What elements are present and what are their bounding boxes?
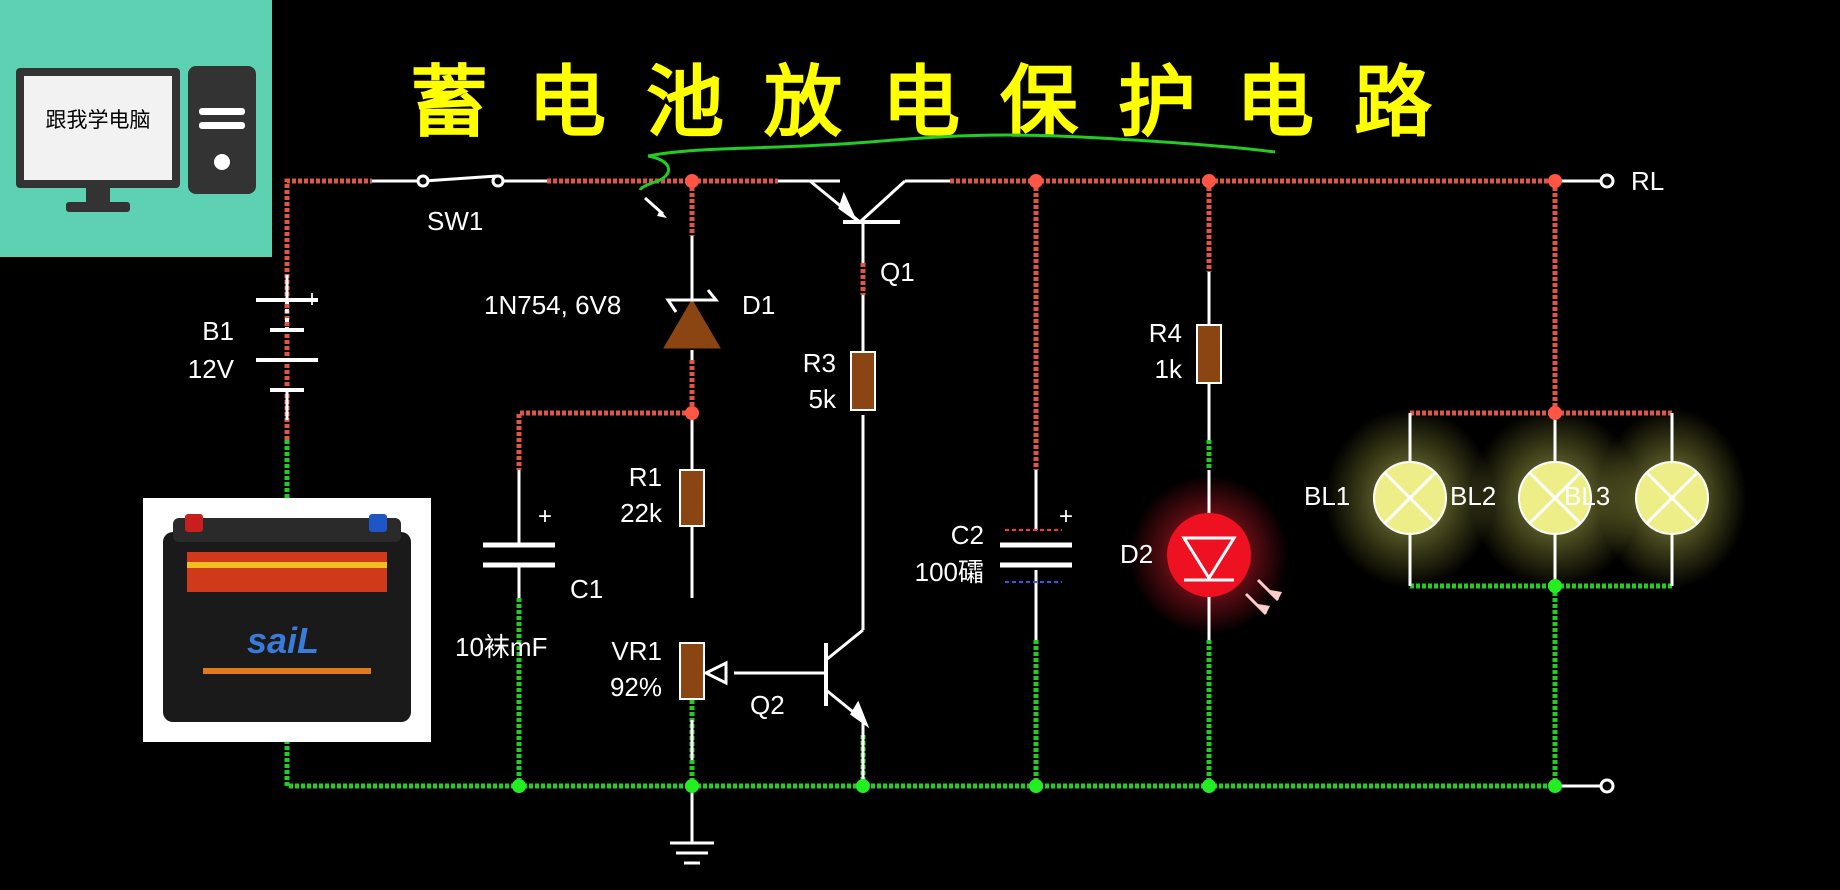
zener-diode-d1: [663, 289, 721, 349]
vr1-label: VR1: [611, 636, 662, 666]
transistor-q2: [734, 628, 870, 786]
positive-wires: [284, 178, 1672, 470]
terminal-rl-bottom: [1599, 778, 1615, 794]
q2-label: Q2: [750, 690, 785, 720]
c2-label: C2: [950, 520, 984, 550]
switch-sw1[interactable]: [416, 174, 505, 188]
vr1-value: 92%: [609, 672, 662, 702]
lamp-bl2: [1518, 461, 1592, 535]
lamp-bl1: [1373, 461, 1447, 535]
resistor-r4: [1196, 324, 1222, 384]
annotation-hook: [638, 154, 671, 191]
led-d2: [1167, 513, 1282, 616]
r3-value: 5k: [808, 384, 836, 414]
d1-value: 1N754, 6V8: [484, 290, 622, 320]
r1-label: R1: [628, 462, 662, 492]
battery-b1: [256, 298, 318, 392]
c2-plus: +: [1059, 503, 1074, 530]
logo-panel: 跟我学电脑: [0, 0, 272, 257]
pen-cursor-icon: [644, 196, 667, 218]
c1-label: C1: [570, 574, 604, 604]
b1-label: B1: [202, 316, 234, 346]
ground-junctions: [512, 579, 1562, 793]
sw1-label: SW1: [427, 206, 484, 236]
positive-junctions: [685, 174, 1562, 420]
car-battery-image: [163, 514, 411, 722]
c1-value: 10袜mF: [455, 632, 548, 662]
resistor-r3: [850, 351, 876, 411]
r4-label: R4: [1148, 318, 1182, 348]
capacitor-c1: [483, 530, 555, 598]
d2-label: D2: [1120, 539, 1154, 569]
page-title: 蓄电池放电保护电路: [410, 57, 1473, 148]
b1-value: 12V: [187, 354, 234, 384]
r3-label: R3: [802, 348, 836, 378]
lamp-bl3: [1635, 461, 1709, 535]
r1-value: 22k: [620, 498, 662, 528]
rl-label: RL: [1631, 166, 1665, 196]
d1-label: D1: [742, 290, 776, 320]
bl2-label: BL2: [1450, 481, 1497, 511]
c2-value: 100礵: [914, 557, 984, 587]
annotation-stroke: [647, 133, 1276, 158]
q1-label: Q1: [880, 257, 915, 287]
bl1-label: BL1: [1304, 481, 1351, 511]
transistor-q1: [778, 179, 950, 263]
capacitor-c2: [1000, 529, 1072, 583]
resistor-r1: [679, 469, 705, 527]
computer-icon: [16, 66, 256, 212]
r4-value: 1k: [1154, 354, 1182, 384]
battery-brand: saiL: [247, 620, 320, 661]
bl3-label: BL3: [1564, 481, 1611, 511]
c1-plus: +: [538, 503, 553, 530]
battery-photo: saiL: [143, 498, 431, 742]
potentiometer-vr1[interactable]: [679, 642, 728, 700]
terminal-rl-top: [1599, 173, 1615, 189]
logo-text: 跟我学电脑: [45, 108, 151, 132]
b1-plus: +: [305, 286, 320, 313]
